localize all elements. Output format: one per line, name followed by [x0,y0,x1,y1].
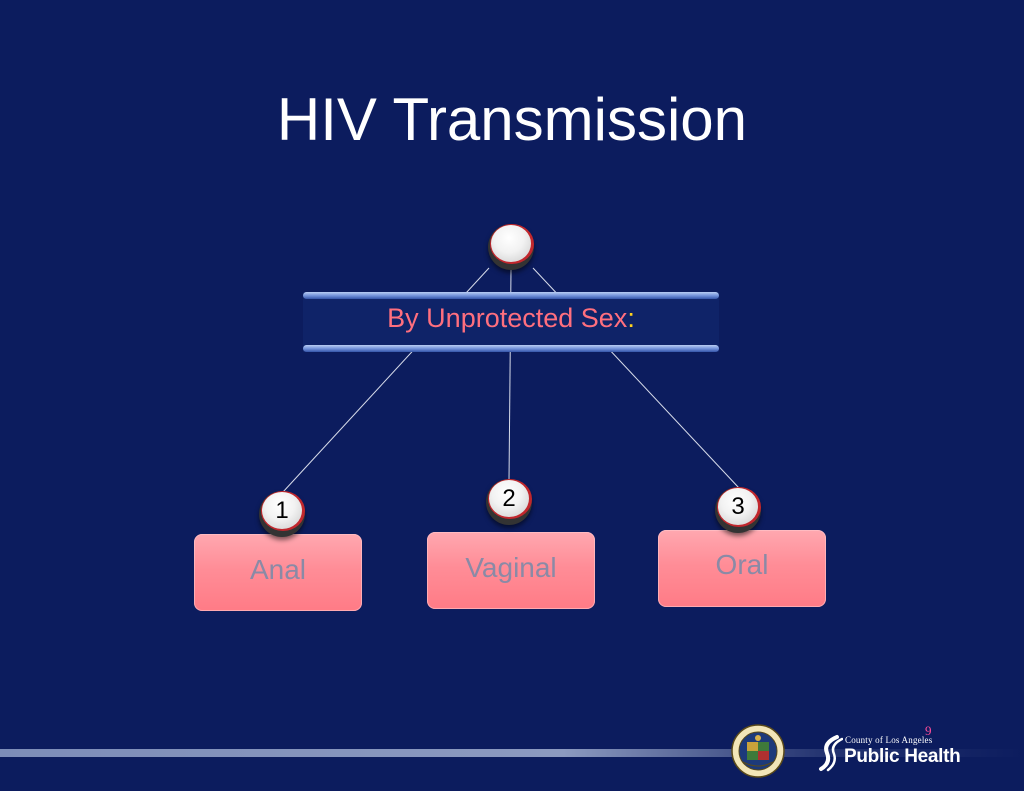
logo-county-text: County of Los Angeles [845,735,933,745]
branch-label-2: Vaginal [465,552,557,583]
public-health-logo-icon [819,735,843,772]
number-node-2: 2 [486,479,532,525]
banner-text: By Unprotected Sex: [303,300,719,336]
root-node [488,224,534,270]
number-node-1-face: 1 [262,492,302,529]
slide-title: HIV Transmission [276,86,748,153]
number-node-1: 1 [259,491,305,537]
branch-box-oral: Oral [658,530,826,607]
branch-label-3: Oral [715,549,769,580]
banner-label: By Unprotected Sex [387,303,628,333]
root-node-face [491,225,531,262]
public-health-logo: County of Los Angeles Public Health [815,733,961,773]
branch-box-anal: Anal [194,534,362,611]
number-node-3-face: 3 [718,488,758,525]
slide-number: 9 [925,723,932,738]
banner-colon: : [627,303,635,333]
banner: By Unprotected Sex: [303,292,719,352]
branch-box-vaginal: Vaginal [427,532,595,609]
logo-public-health-text: Public Health [844,746,961,767]
footer-line [0,749,1024,757]
banner-bottom-bar [303,345,719,352]
number-node-3: 3 [715,487,761,533]
banner-top-bar [303,292,719,299]
number-node-2-face: 2 [489,480,529,517]
county-seal-icon [731,724,785,778]
branch-label-1: Anal [249,554,307,585]
